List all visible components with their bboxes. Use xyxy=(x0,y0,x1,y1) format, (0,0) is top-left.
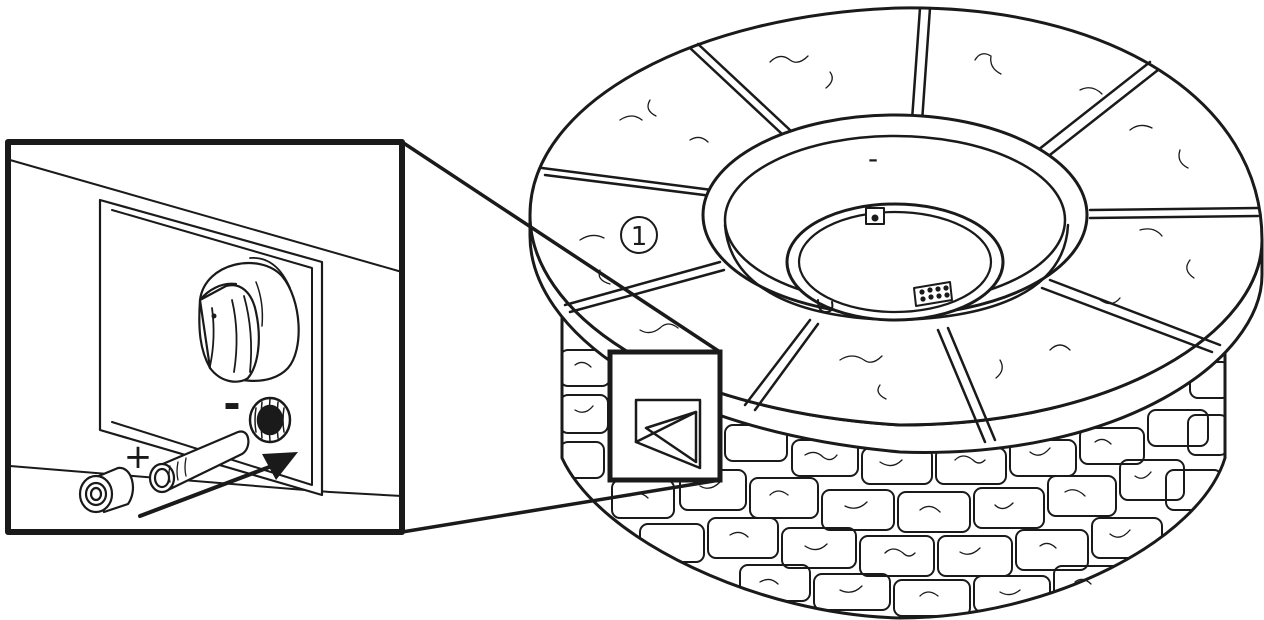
inset-ledge xyxy=(9,465,403,497)
step-number-marker: 1 xyxy=(620,216,658,254)
zoom-connector-lines xyxy=(401,140,721,534)
burner-bowl-inner xyxy=(797,210,993,314)
zoom-highlight-box xyxy=(607,349,723,483)
end-cap xyxy=(78,466,135,514)
gas-port-fitting xyxy=(248,396,292,444)
control-knob xyxy=(198,257,300,383)
cap-texture xyxy=(579,53,1195,400)
hose-connector xyxy=(148,430,250,494)
cap-segments xyxy=(540,6,1260,444)
detail-inset xyxy=(5,139,405,535)
burner-bowl xyxy=(785,202,1005,322)
inset-minus-label: - xyxy=(223,379,240,428)
inset-plus-label: + xyxy=(124,437,153,477)
inset-wall-top-edge xyxy=(9,159,403,273)
connection-arrow xyxy=(138,452,298,518)
drain-tab xyxy=(817,299,834,313)
step-number-label: 1 xyxy=(631,222,648,252)
firepit-minus-label: - xyxy=(868,142,878,175)
ignitor-block xyxy=(913,281,953,307)
control-panel-recess xyxy=(634,398,702,470)
fire-pit xyxy=(528,6,1264,620)
